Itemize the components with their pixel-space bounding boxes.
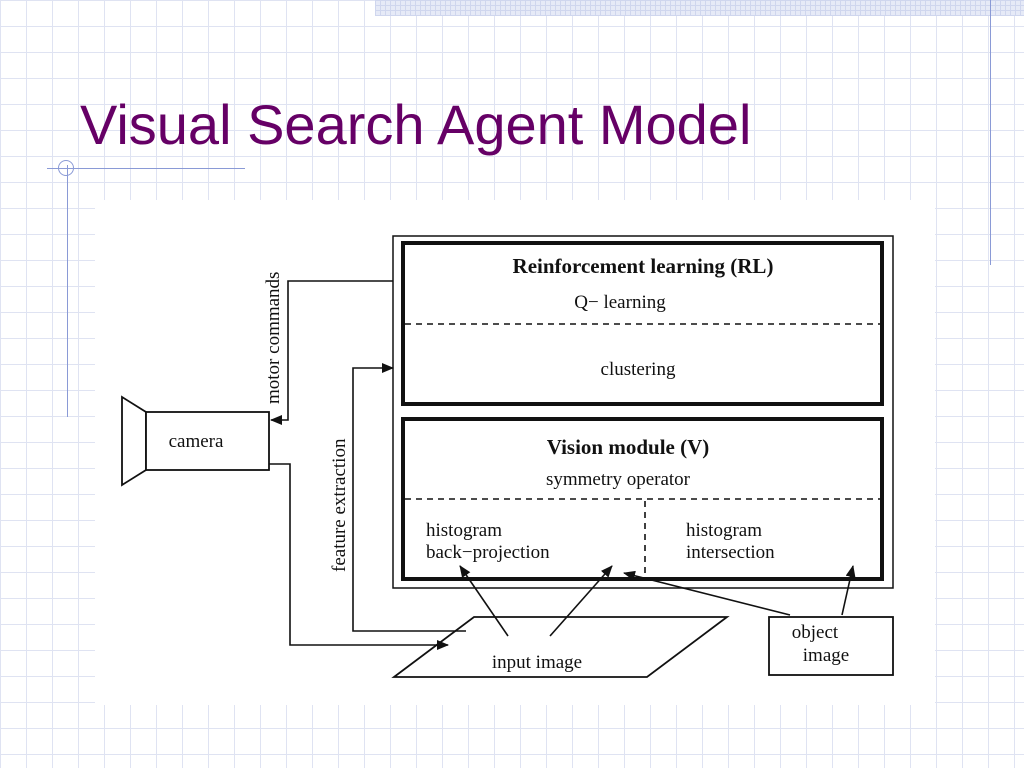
motor-commands-arrow [270, 280, 393, 425]
left-decor-rule [67, 165, 68, 417]
title-decor-rule [47, 168, 245, 169]
title-decor-circle [58, 160, 74, 176]
right-decor-rule [990, 0, 991, 265]
input-image-node: input image [391, 616, 730, 678]
agent-model-diagram: Reinforcement learning (RL) Q− learning … [121, 235, 894, 678]
camera-box [145, 411, 270, 471]
diagram-panel: Reinforcement learning (RL) Q− learning … [95, 200, 935, 705]
motor-commands-label: motor commands [263, 272, 284, 404]
camera-label: camera [169, 431, 224, 452]
camera-to-input-arrow [269, 463, 449, 650]
backprojection-label-line1: histogram [426, 520, 502, 541]
backprojection-label-line2: back−projection [426, 542, 550, 563]
object-image-label-line1: object [792, 622, 839, 643]
top-decor-band [375, 0, 1024, 16]
object-image-node: object image [768, 616, 894, 676]
symmetry-operator-label: symmetry operator [546, 469, 691, 490]
object-image-label-line2: image [803, 645, 849, 666]
rl-module-title: Reinforcement learning (RL) [513, 254, 774, 278]
clustering-label: clustering [601, 359, 676, 380]
rl-module: Reinforcement learning (RL) Q− learning … [401, 241, 884, 406]
q-learning-label: Q− learning [574, 292, 666, 313]
object-image-box [768, 616, 894, 676]
object-to-intersection-arrow [841, 565, 856, 616]
feature-extraction-arrow [352, 363, 466, 632]
input-image-shape [391, 616, 730, 678]
slide-title: Visual Search Agent Model [80, 93, 752, 156]
input-to-backprojection-arrow-1 [459, 565, 509, 637]
object-to-backprojection-arrow [623, 570, 791, 616]
camera-lens-shape [121, 395, 147, 487]
vision-module-title: Vision module (V) [547, 435, 710, 459]
intersection-label-line1: histogram [686, 520, 762, 541]
camera-node: camera [121, 395, 270, 487]
input-to-backprojection-arrow-2 [549, 565, 613, 637]
vision-module: Vision module (V) symmetry operator hist… [401, 417, 884, 581]
input-image-label: input image [492, 652, 582, 673]
feature-extraction-label: feature extraction [329, 438, 350, 572]
intersection-label-line2: intersection [686, 542, 775, 563]
